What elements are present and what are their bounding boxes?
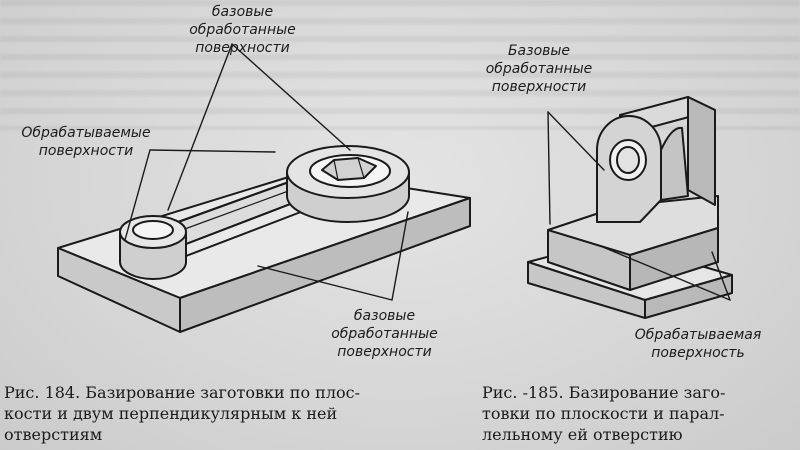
fig185-leaders [547, 111, 731, 301]
fig185-eye-bracket [596, 115, 689, 223]
fig184-small-boss [119, 215, 187, 280]
fig185-label-bottom: Обрабатываемая поверхность [634, 327, 762, 361]
fig184-rod-arm [177, 177, 307, 257]
fig184-caption: Рис. 184. Базирование заготовки по плос-… [4, 383, 360, 444]
fig184-label-bottom: базовые обработанные поверхности [331, 308, 438, 360]
fig184-large-boss [286, 145, 410, 223]
fig184-leaders [124, 43, 409, 301]
fig185-body [547, 195, 719, 291]
fig185-label-top: Базовые обработанные поверхности [485, 43, 593, 95]
fig185-caption: Рис. -185. Базирование заго- товки по пл… [482, 383, 726, 444]
fig184-label-top: базовые обработанные поверхности [189, 4, 296, 56]
fig184-label-left: Обрабатываемые поверхности [21, 125, 151, 159]
